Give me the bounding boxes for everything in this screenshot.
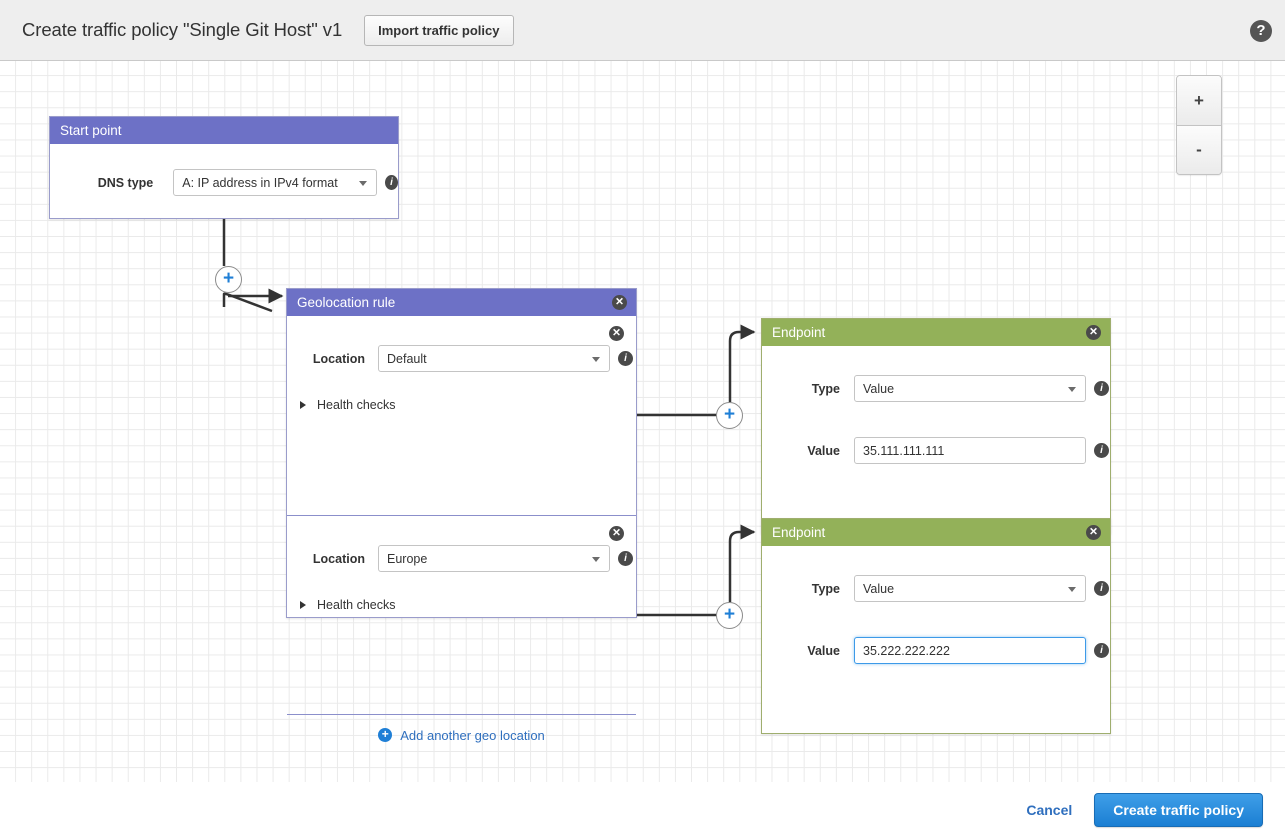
location-select[interactable]: Europe [378,545,610,572]
help-icon[interactable]: ? [1250,20,1272,42]
location-label: Location [312,551,365,566]
endpoint-header: Endpoint ✕ [762,319,1110,346]
start-point-body: DNS type A: IP address in IPv4 format i [50,144,398,196]
endpoint-body: Type Value i Value 35.111.111.111 i [762,346,1110,464]
import-traffic-policy-button[interactable]: Import traffic policy [364,14,514,46]
endpoint-title: Endpoint [772,525,826,540]
location-select[interactable]: Default [378,345,610,372]
add-node-button-start[interactable]: + [215,266,242,293]
chevron-down-icon [358,180,367,186]
geolocation-rule-header: Geolocation rule ✕ [287,289,636,316]
health-checks-label: Health checks [317,598,396,612]
endpoint-value-text: 35.222.222.222 [863,643,950,658]
endpoint-type-select[interactable]: Value [854,375,1086,402]
zoom-in-button[interactable]: + [1177,76,1221,125]
dns-type-info-icon[interactable]: i [384,175,398,190]
health-checks-disclosure[interactable]: Health checks [300,398,636,412]
dns-type-value: A: IP address in IPv4 format [182,175,338,190]
plus-icon: + [222,268,235,289]
add-geo-location-label: Add another geo location [400,727,545,743]
endpoint-value-info-icon[interactable]: i [1094,443,1109,458]
endpoint-value-label: Value [807,443,840,458]
geolocation-rule-node[interactable]: Geolocation rule ✕ ✕ Location Default i … [286,288,637,743]
health-checks-disclosure[interactable]: Health checks [300,598,636,612]
create-traffic-policy-button[interactable]: Create traffic policy [1094,793,1263,827]
location-label: Location [312,351,365,366]
add-node-button-endpoint-1[interactable]: + [716,402,743,429]
page-title: Create traffic policy "Single Git Host" … [22,19,343,40]
endpoint-body: Type Value i Value 35.222.222.222 i [762,546,1110,664]
chevron-down-icon [1068,586,1076,592]
remove-location-icon[interactable]: ✕ [609,526,624,541]
zoom-out-button[interactable]: - [1177,125,1221,174]
add-node-button-endpoint-2[interactable]: + [716,602,743,629]
cancel-button[interactable]: Cancel [1026,802,1073,818]
endpoint-type-label: Type [811,581,840,596]
plus-icon: + [723,404,736,425]
start-point-node[interactable]: Start point DNS type A: IP address in IP… [49,116,399,219]
endpoint-node-1[interactable]: Endpoint ✕ Type Value i Value 35.111.111… [761,318,1111,534]
endpoint-node-2[interactable]: Endpoint ✕ Type Value i Value 35.222.222… [761,518,1111,734]
close-icon[interactable]: ✕ [612,295,627,310]
plus-icon: + [378,728,393,742]
endpoint-type-value: Value [863,581,895,596]
endpoint-type-row: Type Value i [762,346,1110,402]
dns-type-label: DNS type [97,175,154,190]
geolocation-rule-title: Geolocation rule [297,295,396,310]
dns-type-select[interactable]: A: IP address in IPv4 format [173,169,377,196]
endpoint-type-row: Type Value i [762,546,1110,602]
dns-type-row: DNS type A: IP address in IPv4 format i [50,144,398,196]
endpoint-value-row: Value 35.222.222.222 i [762,602,1110,664]
chevron-right-icon [300,601,306,609]
geo-location-section: ✕ Location Default i Health checks [287,316,636,515]
chevron-right-icon [300,401,306,409]
policy-canvas[interactable]: + + + Start point DNS type A: IP address… [0,61,1285,782]
endpoint-value-text: 35.111.111.111 [863,443,945,458]
chevron-down-icon [592,356,600,362]
geo-location-section: ✕ Location Europe i Health checks [287,515,636,714]
health-checks-label: Health checks [317,398,396,412]
endpoint-type-value: Value [863,381,895,396]
endpoint-type-info-icon[interactable]: i [1094,581,1109,596]
location-row: Location Europe i [287,516,636,572]
location-value: Default [387,351,427,366]
endpoint-title: Endpoint [772,325,826,340]
remove-location-icon[interactable]: ✕ [609,326,624,341]
close-icon[interactable]: ✕ [1086,525,1101,540]
plus-icon: + [723,604,736,625]
page-header: Create traffic policy "Single Git Host" … [0,0,1285,61]
endpoint-value-row: Value 35.111.111.111 i [762,402,1110,464]
close-icon[interactable]: ✕ [1086,325,1101,340]
endpoint-header: Endpoint ✕ [762,519,1110,546]
endpoint-type-select[interactable]: Value [854,575,1086,602]
chevron-down-icon [1068,386,1076,392]
endpoint-value-input[interactable]: 35.222.222.222 [854,637,1086,664]
chevron-down-icon [592,556,600,562]
zoom-controls: + - [1176,75,1222,175]
start-point-header: Start point [50,117,398,144]
location-value: Europe [387,551,428,566]
add-geo-location-button[interactable]: + Add another geo location [287,714,636,755]
location-row: Location Default i [287,316,636,372]
endpoint-value-info-icon[interactable]: i [1094,643,1109,658]
endpoint-type-label: Type [811,381,840,396]
endpoint-value-input[interactable]: 35.111.111.111 [854,437,1086,464]
footer-actions: Cancel Create traffic policy [0,782,1285,838]
endpoint-value-label: Value [807,643,840,658]
start-point-title: Start point [60,123,122,138]
location-info-icon[interactable]: i [618,351,633,366]
location-info-icon[interactable]: i [618,551,633,566]
endpoint-type-info-icon[interactable]: i [1094,381,1109,396]
